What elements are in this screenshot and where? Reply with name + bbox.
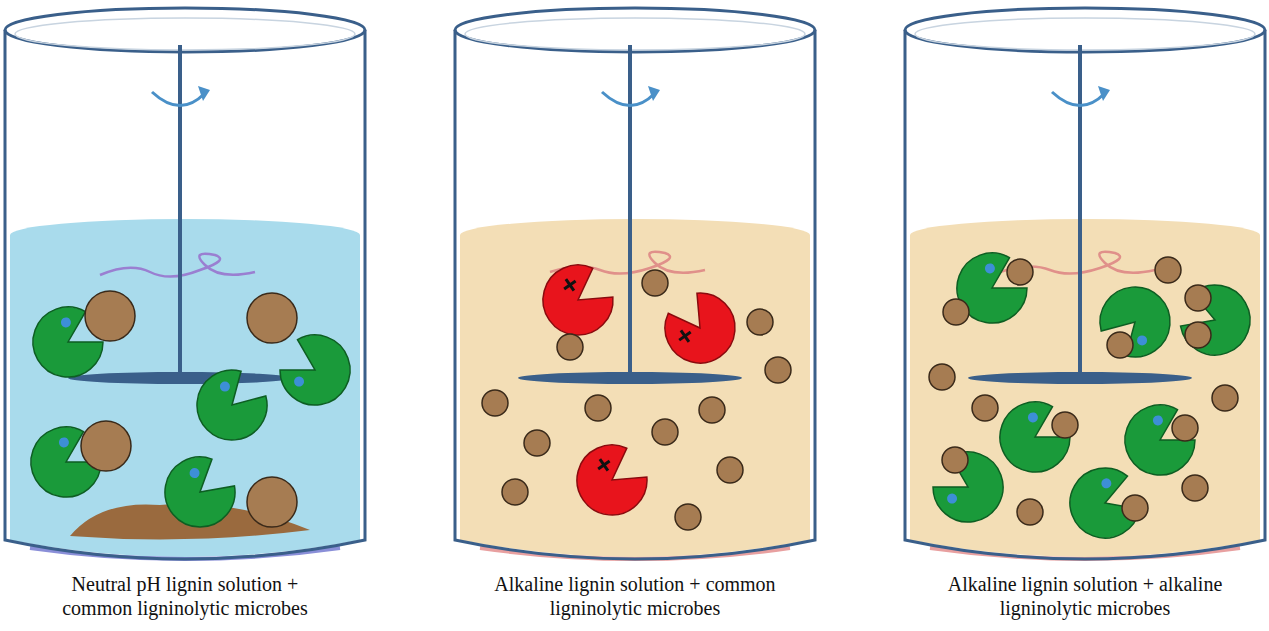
beaker-caption: Alkaline lignin solution + alkaline lign…	[940, 572, 1230, 620]
beaker-caption: Neutral pH lignin solution + common lign…	[40, 572, 330, 620]
beaker-caption: Alkaline lignin solution + common lignin…	[490, 572, 780, 620]
